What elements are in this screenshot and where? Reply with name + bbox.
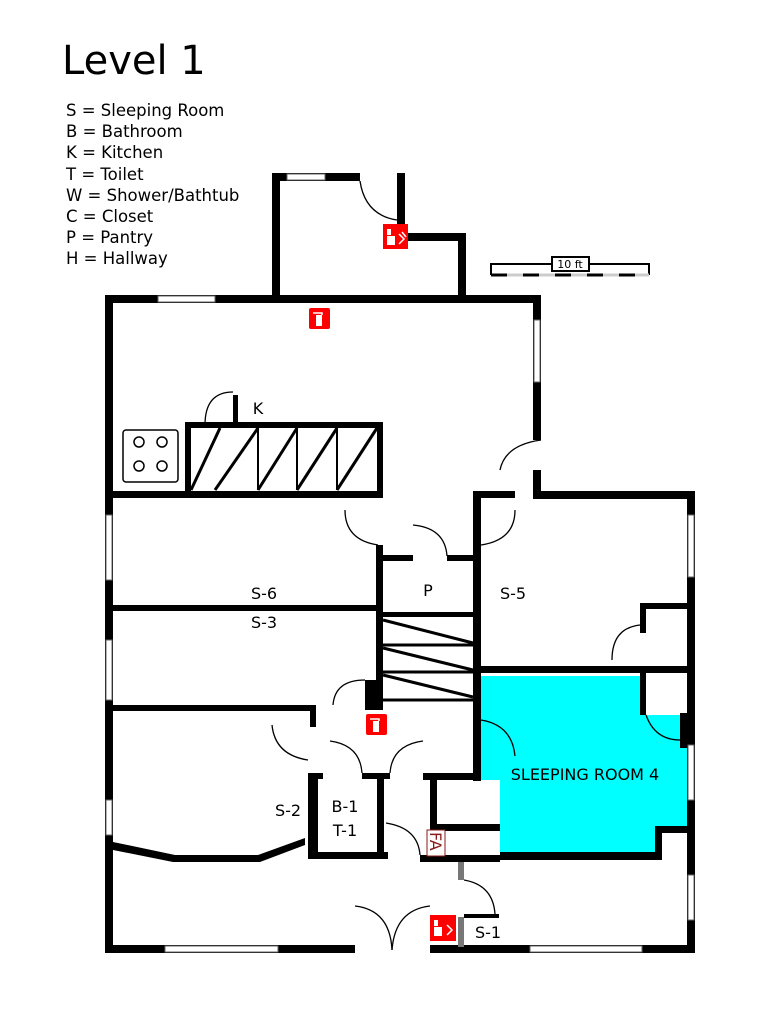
legend-item: K = Kitchen	[66, 143, 164, 163]
room-label-s6: S-6	[251, 584, 277, 603]
kitchen-counter	[189, 427, 379, 491]
room-label-b1: B-1	[332, 797, 359, 816]
legend-item: P = Pantry	[66, 228, 154, 248]
room-label-s5: S-5	[500, 584, 526, 603]
sleeping-room-4-highlight[interactable]	[481, 676, 687, 856]
scale-bar: 10 ft	[490, 256, 650, 277]
doors[interactable]	[204, 180, 681, 951]
fa-label: FA	[426, 832, 445, 851]
room-label-t1: T-1	[332, 821, 357, 840]
fire-extinguisher-icon	[366, 714, 387, 735]
legend-item: T = Toilet	[66, 164, 144, 184]
room-label-s2: S-2	[275, 801, 301, 820]
room-label-p: P	[423, 581, 433, 600]
fire-extinguisher-icon	[309, 308, 330, 329]
scale-label: 10 ft	[557, 258, 583, 271]
room-label-k: K	[253, 399, 264, 418]
legend-item: B = Bathroom	[66, 122, 183, 142]
legend-item: C = Closet	[66, 207, 154, 227]
stairs	[382, 618, 474, 702]
page-title: Level 1	[62, 38, 206, 84]
legend-item: H = Hallway	[66, 249, 168, 269]
windows	[105, 173, 695, 953]
legend: S = Sleeping Room B = Bathroom K = Kitch…	[66, 100, 239, 270]
room-label-s1: S-1	[475, 923, 501, 942]
fire-alarm-icon	[430, 915, 456, 941]
room-label-s3: S-3	[251, 613, 277, 632]
fire-alarm-panel-icon: FA	[426, 829, 446, 857]
room-label-s4: SLEEPING ROOM 4	[511, 765, 659, 784]
legend-item: S = Sleeping Room	[66, 101, 225, 120]
legend-item: W = Shower/Bathtub	[66, 185, 240, 205]
fire-alarm-icon	[383, 224, 408, 249]
stove-icon	[122, 429, 179, 483]
